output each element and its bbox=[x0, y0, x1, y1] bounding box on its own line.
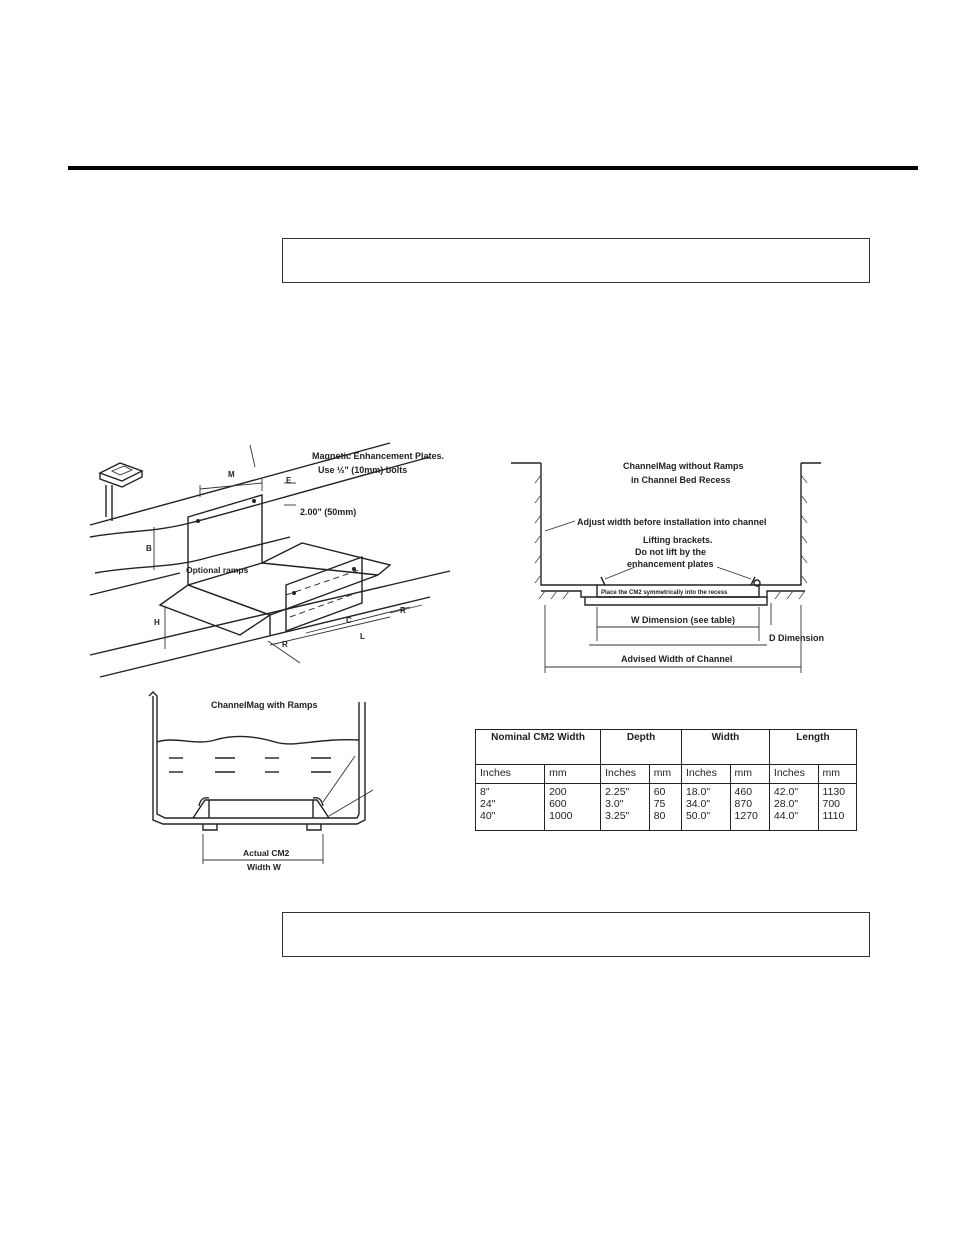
unit-cell: mm bbox=[544, 764, 602, 784]
header-depth: Depth bbox=[600, 729, 682, 765]
value: 870 bbox=[734, 798, 753, 810]
value: 60 bbox=[653, 786, 666, 798]
table-units-row: Inches mm Inches mm Inches mm Inches mm bbox=[474, 764, 857, 784]
value-cell: 200 600 1000 bbox=[544, 783, 602, 831]
dimensions-table: Nominal CM2 Width Depth Width Length Inc… bbox=[474, 729, 858, 831]
channel-recess-figure: ChannelMag without Ramps in Channel Bed … bbox=[511, 461, 824, 673]
w-dimension-label: W Dimension (see table) bbox=[631, 615, 735, 625]
plates-label-line-2: Use ½" (10mm) bolts bbox=[318, 465, 407, 475]
actual-width-label-line-1: Actual CM2 bbox=[243, 848, 290, 858]
value: 1130 bbox=[822, 786, 846, 798]
ramps-figure-title: ChannelMag with Ramps bbox=[211, 700, 318, 710]
isometric-installation-figure: Magnetic Enhancement Plates. Use ½" (10m… bbox=[89, 442, 451, 678]
value: 24" bbox=[480, 798, 496, 810]
value: 42.0" bbox=[773, 786, 799, 798]
value: 18.0" bbox=[685, 786, 711, 798]
sampler-icon bbox=[98, 462, 144, 521]
dim-b-label: B bbox=[146, 544, 152, 553]
unit-cell: Inches bbox=[600, 764, 650, 784]
value: 40" bbox=[480, 810, 496, 822]
value: 75 bbox=[653, 798, 666, 810]
value: 200 bbox=[549, 786, 567, 798]
advised-width-label: Advised Width of Channel bbox=[621, 654, 732, 664]
value: 8" bbox=[480, 786, 490, 798]
dim-h-label: H bbox=[154, 618, 160, 627]
value: 700 bbox=[822, 798, 841, 810]
value-cell: 2.25" 3.0" 3.25" bbox=[600, 783, 650, 831]
caption-box-bottom bbox=[282, 912, 870, 957]
place-symmetric-label: Place the CM2 symmetrically into the rec… bbox=[601, 590, 728, 596]
caption-box-top bbox=[282, 238, 870, 283]
value: 1110 bbox=[822, 810, 845, 822]
recess-title-line-1: ChannelMag without Ramps bbox=[623, 461, 744, 471]
dim-height-label: 2.00" (50mm) bbox=[300, 507, 356, 517]
value: 3.0" bbox=[605, 798, 624, 810]
value: 600 bbox=[549, 798, 567, 810]
table-values-row: 8" 24" 40" 200 600 1000 2.25" 3.0" 3.25"… bbox=[474, 783, 857, 831]
unit-cell: mm bbox=[817, 764, 857, 784]
actual-width-label-line-2: Width W bbox=[247, 862, 282, 872]
value-cell: 42.0" 28.0" 44.0" bbox=[768, 783, 819, 831]
unit-cell: mm bbox=[729, 764, 770, 784]
value: 1270 bbox=[734, 810, 758, 822]
value: 28.0" bbox=[773, 798, 799, 810]
header-rule bbox=[68, 166, 918, 170]
ramps-label: Optional ramps bbox=[186, 565, 249, 575]
dim-l-label: L bbox=[360, 632, 365, 641]
d-dimension-label: D Dimension bbox=[769, 633, 824, 643]
dim-r-label-left: R bbox=[282, 640, 288, 649]
recess-title-line-2: in Channel Bed Recess bbox=[631, 475, 731, 485]
value: 34.0" bbox=[685, 798, 711, 810]
value-cell: 460 870 1270 bbox=[729, 783, 770, 831]
value-cell: 8" 24" 40" bbox=[474, 783, 546, 831]
lifting-label-line-1: Lifting brackets. bbox=[643, 535, 713, 545]
value: 80 bbox=[653, 810, 666, 822]
value: 3.25" bbox=[605, 810, 630, 822]
value: 44.0" bbox=[773, 810, 799, 822]
table-header-row: Nominal CM2 Width Depth Width Length bbox=[474, 729, 858, 765]
dim-m-label: M bbox=[228, 470, 235, 479]
lifting-label-line-2: Do not lift by the bbox=[635, 547, 706, 557]
lifting-label-line-3: enhancement plates bbox=[627, 559, 714, 569]
value-cell: 18.0" 34.0" 50.0" bbox=[680, 783, 731, 831]
unit-cell: Inches bbox=[680, 764, 731, 784]
dim-r-label-right: R bbox=[400, 606, 406, 615]
value-cell: 1130 700 1110 bbox=[817, 783, 857, 831]
unit-cell: Inches bbox=[474, 764, 546, 784]
dim-e-label: E bbox=[286, 476, 292, 485]
dim-c-label: C bbox=[346, 616, 352, 625]
header-nominal-width: Nominal CM2 Width bbox=[474, 729, 602, 765]
unit-cell: mm bbox=[648, 764, 682, 784]
value: 1000 bbox=[549, 810, 573, 822]
value: 50.0" bbox=[685, 810, 711, 822]
adjust-width-label: Adjust width before installation into ch… bbox=[577, 517, 767, 527]
value: 460 bbox=[734, 786, 753, 798]
unit-cell: Inches bbox=[768, 764, 819, 784]
plates-label-line-1: Magnetic Enhancement Plates. bbox=[312, 451, 444, 461]
header-length: Length bbox=[768, 729, 858, 765]
value-cell: 60 75 80 bbox=[648, 783, 682, 831]
channelmag-with-ramps-figure: ChannelMag with Ramps Actual CM2 Width W bbox=[148, 691, 374, 872]
header-width: Width bbox=[680, 729, 770, 765]
value: 2.25" bbox=[605, 786, 630, 798]
